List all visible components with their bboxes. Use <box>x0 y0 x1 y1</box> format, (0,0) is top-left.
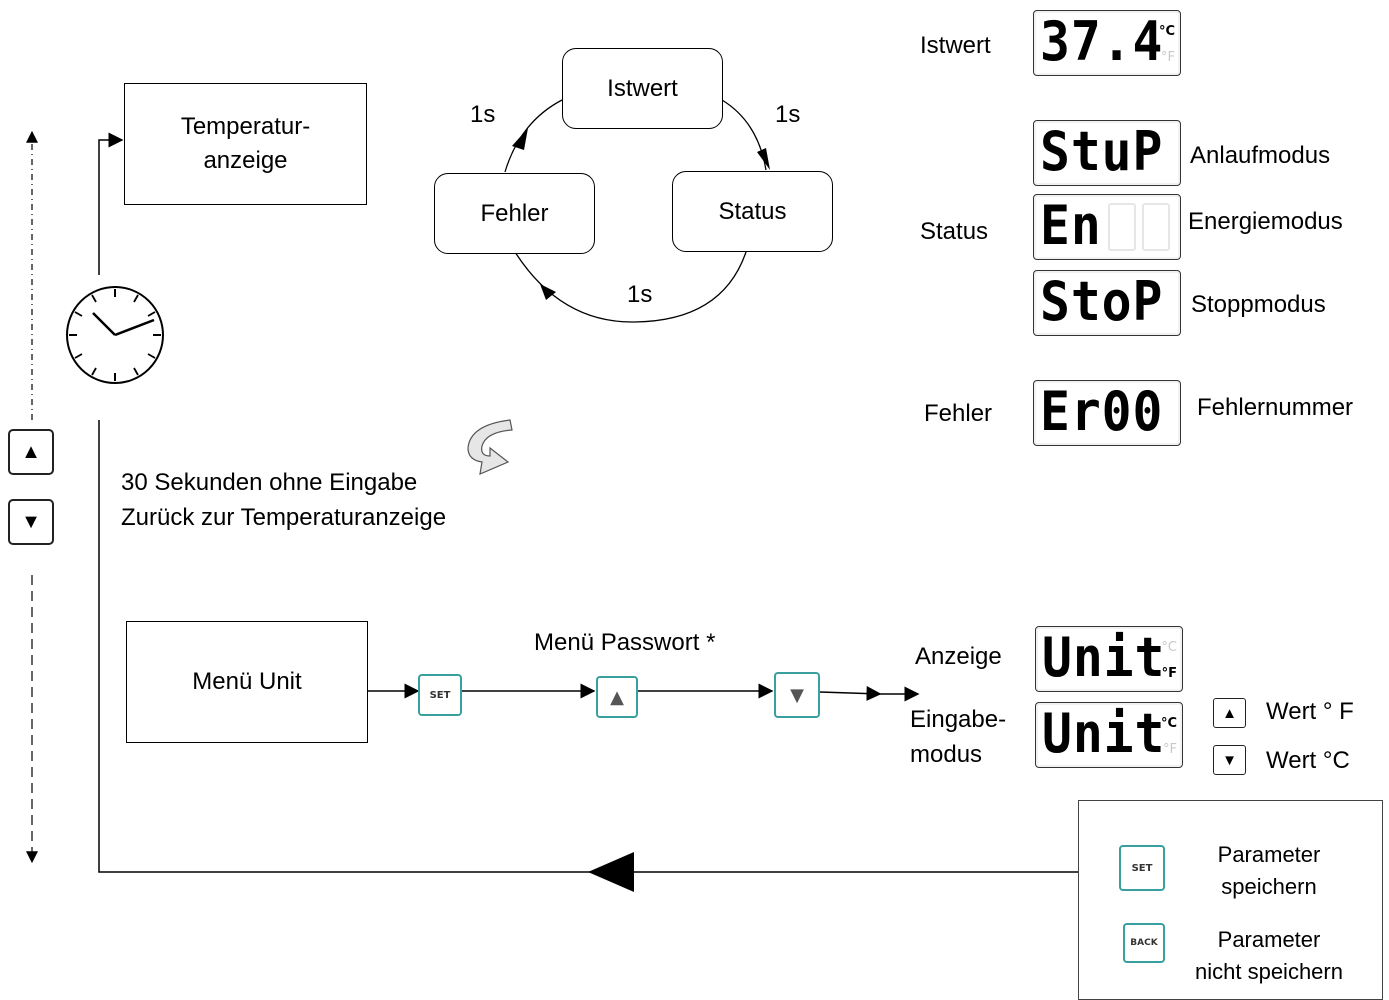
anlaufmodus-label: Anlaufmodus <box>1190 142 1331 169</box>
lcd-anzeige-value: Unit <box>1042 626 1166 689</box>
menu-password-label: Menü Passwort * <box>534 629 716 656</box>
lcd-anzeige: Unit °C °F <box>1035 626 1183 692</box>
legend-back-key[interactable]: BACK <box>1123 923 1165 963</box>
lcd-anzeige-unit-off: °C <box>1161 640 1177 655</box>
lcd-istwert: 37.4 °C °F <box>1033 10 1181 76</box>
cycle-istwert-box: Istwert <box>562 48 723 129</box>
stoppmodus-label: Stoppmodus <box>1191 291 1326 318</box>
cycle-status-label: Status <box>718 197 787 225</box>
timeout-note-line1: 30 Sekunden ohne Eingabe <box>121 469 418 496</box>
legend-back-line1: Parameter <box>1217 927 1321 952</box>
cycle-fehler-box: Fehler <box>434 173 595 254</box>
wert-f-label: Wert ° F <box>1266 698 1354 725</box>
clock-icon <box>66 286 164 384</box>
lcd-en-ghost-digit-4 <box>1142 203 1170 251</box>
lcd-status-stup: StuP <box>1033 120 1181 186</box>
lcd-en-value: En <box>1040 194 1102 257</box>
lcd-istwert-value: 37.4 <box>1040 10 1164 73</box>
temperature-display-box: Temperatur- anzeige <box>124 83 367 205</box>
lcd-status-en: En <box>1033 194 1181 260</box>
fehlernummer-label: Fehlernummer <box>1197 394 1354 421</box>
cycle-time-2: 1s <box>775 101 801 128</box>
lcd-fehler: Er00 <box>1033 380 1181 446</box>
side-up-key[interactable]: ▲ <box>8 429 54 475</box>
down-to-display-line <box>819 686 882 702</box>
eingabe-label-line2: modus <box>910 741 983 768</box>
timeout-note-line2: Zurück zur Temperaturanzeige <box>121 504 447 531</box>
return-line <box>98 420 1080 873</box>
lcd-status-stop: StoP <box>1033 270 1181 336</box>
temp-box-line1: Temperatur- <box>180 113 311 141</box>
legend-set-line1: Parameter <box>1217 842 1321 867</box>
flow-set-key[interactable]: SET <box>418 674 462 716</box>
lcd-istwert-unit-on: °C <box>1158 24 1175 39</box>
curved-return-arrow-icon <box>467 419 513 475</box>
lcd-eingabe-unit-on: °C <box>1160 716 1177 731</box>
lcd-eingabe-value: Unit <box>1042 702 1166 765</box>
legend-back-line2: nicht speichern <box>1195 959 1343 984</box>
lcd-fehler-value: Er00 <box>1040 380 1164 443</box>
lcd-anzeige-unit-on: °F <box>1161 666 1177 681</box>
return-arrowhead <box>588 852 634 892</box>
lcd-istwert-unit-off: °F <box>1161 50 1175 65</box>
cycle-time-1: 1s <box>470 101 496 128</box>
flow-up-key[interactable]: ▲ <box>596 676 638 718</box>
clock-to-temp-line <box>98 132 124 275</box>
lcd-stup-value: StuP <box>1040 120 1164 183</box>
cycle-arc-fehler-istwert <box>504 99 563 173</box>
cycle-time-3: 1s <box>627 281 653 308</box>
lcd-eingabe: Unit °C °F <box>1035 702 1183 768</box>
temp-box-line2: anzeige <box>203 147 288 174</box>
unit-down-key[interactable]: ▼ <box>1213 745 1246 775</box>
flow-down-key[interactable]: ▼ <box>774 672 820 718</box>
cycle-status-box: Status <box>672 171 833 252</box>
cycle-arc-istwert-status <box>721 99 767 171</box>
menu-unit-label: Menü Unit <box>192 668 302 696</box>
lcd-eingabe-unit-off: °F <box>1163 742 1177 757</box>
cycle-istwert-label: Istwert <box>607 74 678 102</box>
fehler-label: Fehler <box>924 400 993 427</box>
legend-box: SET Parameter speichern BACK Parameter n… <box>1078 800 1383 1000</box>
lcd-stop-value: StoP <box>1040 270 1164 333</box>
istwert-label: Istwert <box>920 32 991 59</box>
eingabe-label-line1: Eingabe- <box>910 706 1007 733</box>
legend-set-line2: speichern <box>1221 874 1317 899</box>
unit-up-key[interactable]: ▲ <box>1213 698 1246 728</box>
status-label: Status <box>920 218 989 245</box>
legend-set-key[interactable]: SET <box>1119 845 1165 891</box>
anzeige-label: Anzeige <box>915 643 1002 670</box>
lcd-en-ghost-digit-3 <box>1108 203 1136 251</box>
menu-unit-box: Menü Unit <box>126 621 368 743</box>
energiemodus-label: Energiemodus <box>1188 208 1343 235</box>
wert-c-label: Wert °C <box>1266 747 1350 774</box>
side-down-key[interactable]: ▼ <box>8 499 54 545</box>
cycle-fehler-label: Fehler <box>480 199 549 227</box>
